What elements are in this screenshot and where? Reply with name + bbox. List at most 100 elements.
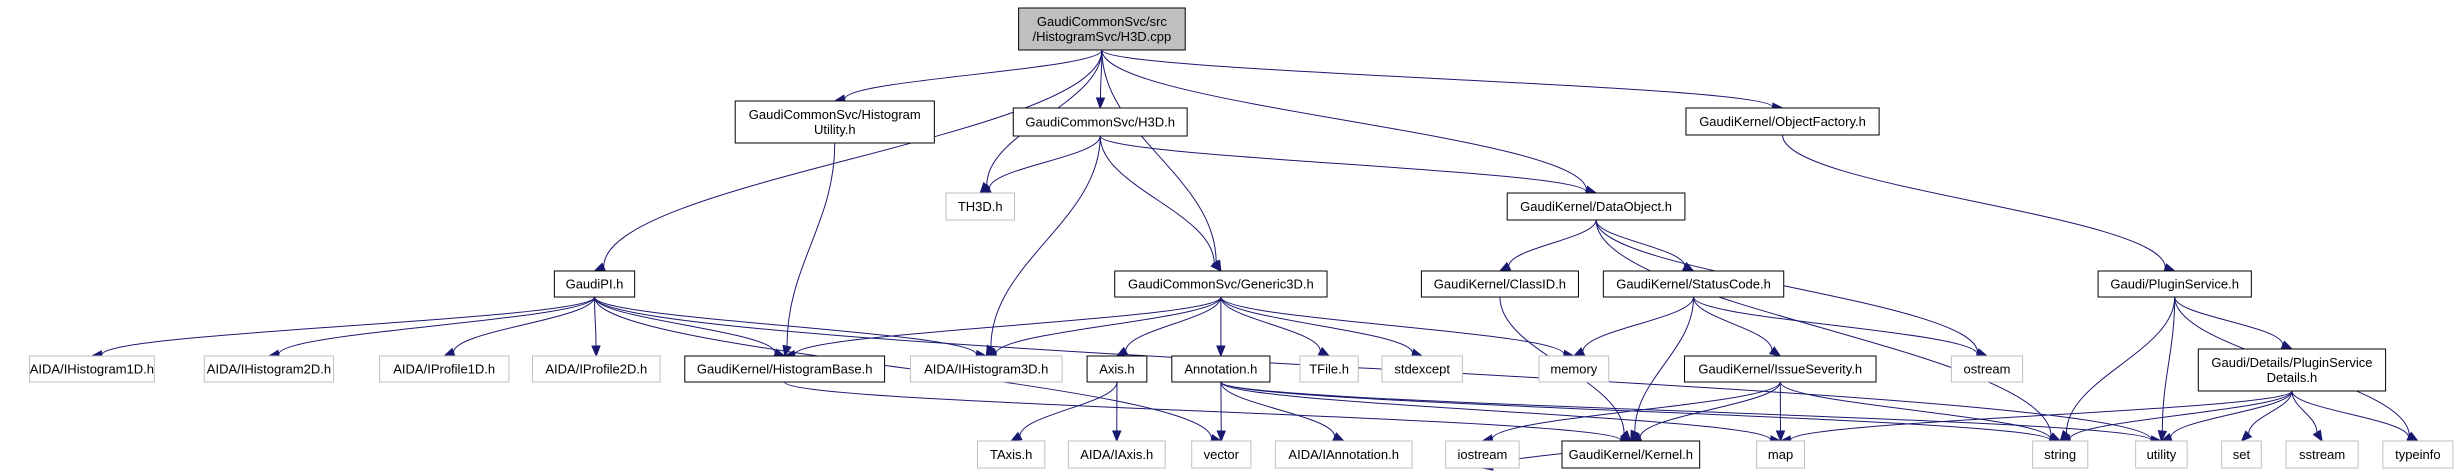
node-dataobject[interactable]: GaudiKernel/DataObject.h bbox=[1506, 192, 1686, 221]
edge-root-to-dataobject bbox=[1101, 49, 1587, 191]
node-box-utility bbox=[2135, 440, 2188, 469]
edge-dataobject-to-string bbox=[1595, 219, 2052, 437]
arrowhead-root-to-h3dh bbox=[1095, 97, 1106, 110]
edge-root-to-gaudipi bbox=[603, 49, 1103, 268]
arrowhead-h3dh-to-generic3d bbox=[1210, 260, 1222, 273]
node-iostream: iostream bbox=[1445, 440, 1520, 469]
edge-gaudipi-to-ih2d bbox=[278, 296, 596, 355]
arrowhead-issueseverity-to-map bbox=[1775, 430, 1786, 443]
node-label-pluginservice: Gaudi/PluginService.h bbox=[2110, 277, 2239, 292]
node-label-iannotation: AIDA/IAnnotation.h bbox=[1288, 447, 1399, 462]
node-th3d: TH3D.h bbox=[945, 192, 1016, 221]
arrowhead-gaudipi-to-ip1d bbox=[442, 347, 456, 357]
edge-root-to-objfactory bbox=[1101, 49, 1774, 108]
node-issueseverity[interactable]: GaudiKernel/IssueSeverity.h bbox=[1684, 355, 1877, 383]
node-generic3d[interactable]: GaudiCommonSvc/Generic3D.h bbox=[1114, 270, 1328, 298]
node-label-axis: Axis.h bbox=[1099, 362, 1134, 377]
edge-psdetails-to-set bbox=[2248, 390, 2293, 435]
node-label-ip1d: AIDA/IProfile1D.h bbox=[393, 362, 495, 377]
node-classid[interactable]: GaudiKernel/ClassID.h bbox=[1420, 270, 1579, 298]
node-label-root: GaudiCommonSvc/src bbox=[1037, 14, 1168, 29]
node-annotation[interactable]: Annotation.h bbox=[1171, 355, 1271, 383]
node-iaxis: AIDA/IAxis.h bbox=[1067, 440, 1166, 469]
edge-psdetails-to-sstream bbox=[2291, 390, 2318, 433]
node-gaudipi[interactable]: GaudiPI.h bbox=[553, 270, 636, 298]
edge-gaudipi-to-ih1d bbox=[101, 296, 596, 356]
arrowhead-dataobject-to-classid bbox=[1498, 261, 1512, 272]
node-box-pluginservice[interactable] bbox=[2097, 270, 2252, 298]
edge-annotation-to-map bbox=[1220, 381, 1772, 441]
edge-issueseverity-to-string bbox=[1779, 381, 2051, 440]
node-histbase[interactable]: GaudiKernel/HistogramBase.h bbox=[684, 355, 886, 383]
node-box-psdetails[interactable] bbox=[2197, 348, 2387, 392]
node-box-ih3d bbox=[909, 355, 1063, 383]
node-box-ih1d bbox=[28, 355, 155, 383]
node-box-set bbox=[2221, 440, 2262, 469]
arrowhead-axis-to-iaxis bbox=[1112, 430, 1122, 443]
node-box-histutil[interactable] bbox=[734, 100, 935, 144]
node-box-ip2d bbox=[532, 355, 661, 383]
edge-generic3d-to-axis bbox=[1125, 296, 1222, 352]
edges-layer bbox=[90, 49, 2420, 471]
node-pluginservice[interactable]: Gaudi/PluginService.h bbox=[2097, 270, 2252, 298]
edge-statuscode-to-memory bbox=[1582, 296, 1695, 352]
node-box-axis[interactable] bbox=[1086, 355, 1148, 383]
node-label-objfactory: GaudiKernel/ObjectFactory.h bbox=[1699, 114, 1866, 129]
node-box-issueseverity[interactable] bbox=[1684, 355, 1877, 383]
node-label-histbase: GaudiKernel/HistogramBase.h bbox=[697, 362, 873, 377]
node-label-set: set bbox=[2233, 447, 2251, 462]
arrowhead-objfactory-to-pluginservice bbox=[2163, 263, 2176, 273]
arrowhead-statuscode-to-issueseverity bbox=[1768, 346, 1782, 357]
edge-psdetails-to-typeinfo bbox=[2291, 390, 2410, 438]
edge-generic3d-to-stdexcept bbox=[1220, 296, 1414, 354]
node-box-classid[interactable] bbox=[1420, 270, 1579, 298]
node-box-objfactory[interactable] bbox=[1685, 107, 1880, 136]
node-label-ih3d: AIDA/IHistogram3D.h bbox=[924, 362, 1048, 377]
edge-generic3d-to-memory bbox=[1220, 296, 1565, 355]
edge-statuscode-to-issueseverity bbox=[1693, 296, 1773, 351]
edge-dataobject-to-classid bbox=[1508, 219, 1597, 267]
node-objfactory[interactable]: GaudiKernel/ObjectFactory.h bbox=[1685, 107, 1880, 136]
node-label-classid: GaudiKernel/ClassID.h bbox=[1434, 277, 1566, 292]
node-label-ostream: ostream bbox=[1964, 362, 2011, 377]
node-box-root[interactable] bbox=[1018, 7, 1186, 51]
arrowhead-dataobject-to-statuscode bbox=[1682, 261, 1695, 272]
edge-pluginservice-to-utility bbox=[2161, 296, 2176, 432]
node-box-gaudipi[interactable] bbox=[553, 270, 636, 298]
node-label-dataobject: GaudiKernel/DataObject.h bbox=[1520, 199, 1672, 214]
node-box-statuscode[interactable] bbox=[1602, 270, 1785, 298]
node-taxis: TAxis.h bbox=[977, 440, 1046, 469]
node-iannotation: AIDA/IAnnotation.h bbox=[1274, 440, 1413, 469]
node-label-ih2d: AIDA/IHistogram2D.h bbox=[207, 362, 331, 377]
node-label-gaudipi: GaudiPI.h bbox=[566, 277, 624, 292]
edge-pluginservice-to-psdetails bbox=[2174, 296, 2284, 346]
edge-statuscode-to-kernel bbox=[1634, 296, 1695, 432]
node-box-kernel[interactable] bbox=[1561, 440, 1701, 469]
node-box-h3dh[interactable] bbox=[1012, 107, 1188, 137]
arrowhead-generic3d-to-axis bbox=[1115, 346, 1129, 357]
node-axis[interactable]: Axis.h bbox=[1086, 355, 1148, 383]
edge-issueseverity-to-kernel bbox=[1639, 381, 1781, 438]
node-label-string: string bbox=[2044, 447, 2076, 462]
node-label-psdetails: Details.h bbox=[2267, 370, 2318, 385]
node-root[interactable]: GaudiCommonSvc/src/HistogramSvc/H3D.cpp bbox=[1018, 7, 1186, 51]
node-tfile: TFile.h bbox=[1299, 355, 1359, 383]
edge-dataobject-to-ostream bbox=[1595, 219, 1979, 353]
node-h3dh[interactable]: GaudiCommonSvc/H3D.h bbox=[1012, 107, 1188, 137]
node-box-annotation[interactable] bbox=[1171, 355, 1271, 383]
node-statuscode[interactable]: GaudiKernel/StatusCode.h bbox=[1602, 270, 1785, 298]
arrowhead-pluginservice-to-psdetails bbox=[2280, 340, 2294, 350]
node-box-generic3d[interactable] bbox=[1114, 270, 1328, 298]
edge-issueseverity-to-iostream bbox=[1491, 381, 1781, 440]
node-box-dataobject[interactable] bbox=[1506, 192, 1686, 221]
node-label-th3d: TH3D.h bbox=[958, 199, 1003, 214]
edge-generic3d-to-ih3d bbox=[995, 296, 1222, 354]
node-kernel[interactable]: GaudiKernel/Kernel.h bbox=[1561, 440, 1701, 469]
arrowhead-gaudipi-to-ip2d bbox=[591, 345, 601, 358]
node-box-histbase[interactable] bbox=[684, 355, 886, 383]
node-utility: utility bbox=[2135, 440, 2188, 469]
edge-h3dh-to-dataobject bbox=[1099, 135, 1587, 193]
